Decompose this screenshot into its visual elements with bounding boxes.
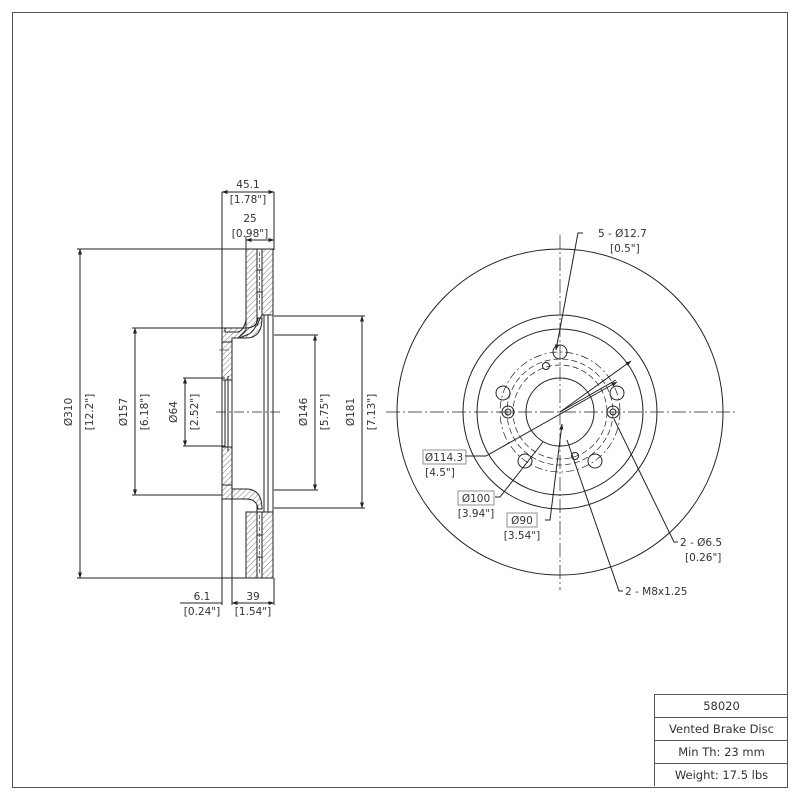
dim-outer-diameter: Ø310 [63, 398, 75, 426]
callout-dashed-100-in: [3.94"] [458, 508, 494, 520]
callout-dashed-90-in: [3.54"] [504, 530, 540, 542]
front-view-labels: 5 - Ø12.7 [0.5"] Ø114.3 [4.5"] Ø100 [3.9… [422, 228, 722, 598]
dim-hat-height-in: [1.54"] [235, 606, 271, 618]
title-description: Vented Brake Disc [655, 718, 788, 741]
front-view [386, 232, 735, 592]
dim-hat-diameter: Ø157 [118, 398, 130, 426]
dim-disc-thickness: 25 [243, 213, 256, 225]
title-block: 58020 Vented Brake Disc Min Th: 23 mm We… [654, 694, 788, 786]
dim-center-bore: Ø64 [168, 401, 180, 423]
dim-hat-offset: 6.1 [194, 591, 211, 603]
callout-dashed-90: Ø90 [511, 515, 533, 527]
dim-hat-offset-in: [0.24"] [184, 606, 220, 618]
dim-center-bore-in: [2.52"] [189, 394, 201, 430]
dim-disc-thickness-in: [0.98"] [232, 228, 268, 240]
title-part-number: 58020 [655, 695, 788, 718]
callout-small-holes-in: [0.26"] [685, 552, 721, 564]
dim-inner-friction-in: [5.75"] [319, 394, 331, 430]
callout-stud-holes-in: [0.5"] [610, 243, 640, 255]
dim-overall-width: 45.1 [236, 179, 259, 191]
title-weight: Weight: 17.5 lbs [674, 768, 769, 782]
callout-bolt-circle: Ø114.3 [425, 452, 463, 464]
dim-friction-ring: Ø181 [345, 398, 357, 426]
side-view [77, 190, 365, 605]
dim-outer-diameter-in: [12.2"] [84, 394, 96, 430]
dim-hat-diameter-in: [6.18"] [139, 394, 151, 430]
title-min-thickness: Min Th: 23 mm [655, 741, 788, 764]
callout-bolt-circle-in: [4.5"] [425, 467, 455, 479]
dim-hat-height: 39 [246, 591, 259, 603]
callout-dashed-100: Ø100 [462, 493, 490, 505]
dim-overall-width-in: [1.78"] [230, 194, 266, 206]
callout-threaded-holes: 2 - M8x1.25 [625, 586, 687, 598]
dim-inner-friction: Ø146 [298, 398, 310, 427]
callout-small-holes: 2 - Ø6.5 [680, 537, 722, 549]
callout-stud-holes: 5 - Ø12.7 [598, 228, 647, 240]
dim-friction-ring-in: [7.13"] [366, 394, 378, 430]
side-view-labels: 45.1 [1.78"] 25 [0.98"] Ø310 [12.2"] Ø15… [63, 179, 378, 618]
sheet-border [12, 12, 788, 788]
